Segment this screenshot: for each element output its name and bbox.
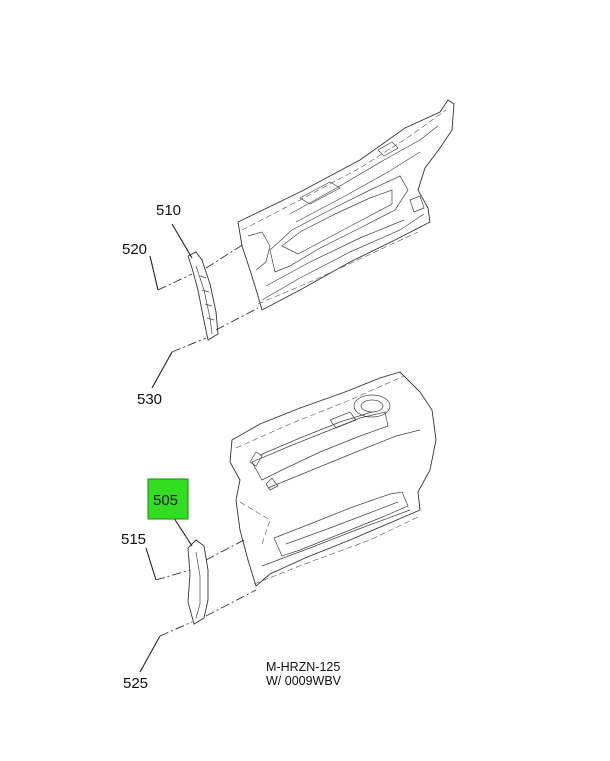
upper-trim-strip xyxy=(187,251,219,341)
lower-trim-piece xyxy=(187,539,209,625)
callout-525[interactable]: 525 xyxy=(123,675,148,692)
highlight-box-505[interactable] xyxy=(147,478,189,520)
lower-door-trim-panel xyxy=(229,371,437,587)
diagram-variant: W/ 0009WBV xyxy=(266,674,342,688)
callout-505[interactable]: 505 xyxy=(153,492,178,509)
projection-lines xyxy=(155,243,259,637)
leader-lines xyxy=(139,223,193,673)
callout-520[interactable]: 520 xyxy=(122,241,147,258)
diagram-code: M-HRZN-125 xyxy=(266,660,340,674)
upper-door-trim-panel xyxy=(237,99,455,311)
callout-510[interactable]: 510 xyxy=(156,202,181,219)
callout-530[interactable]: 530 xyxy=(137,391,162,408)
callout-515[interactable]: 515 xyxy=(121,531,146,548)
